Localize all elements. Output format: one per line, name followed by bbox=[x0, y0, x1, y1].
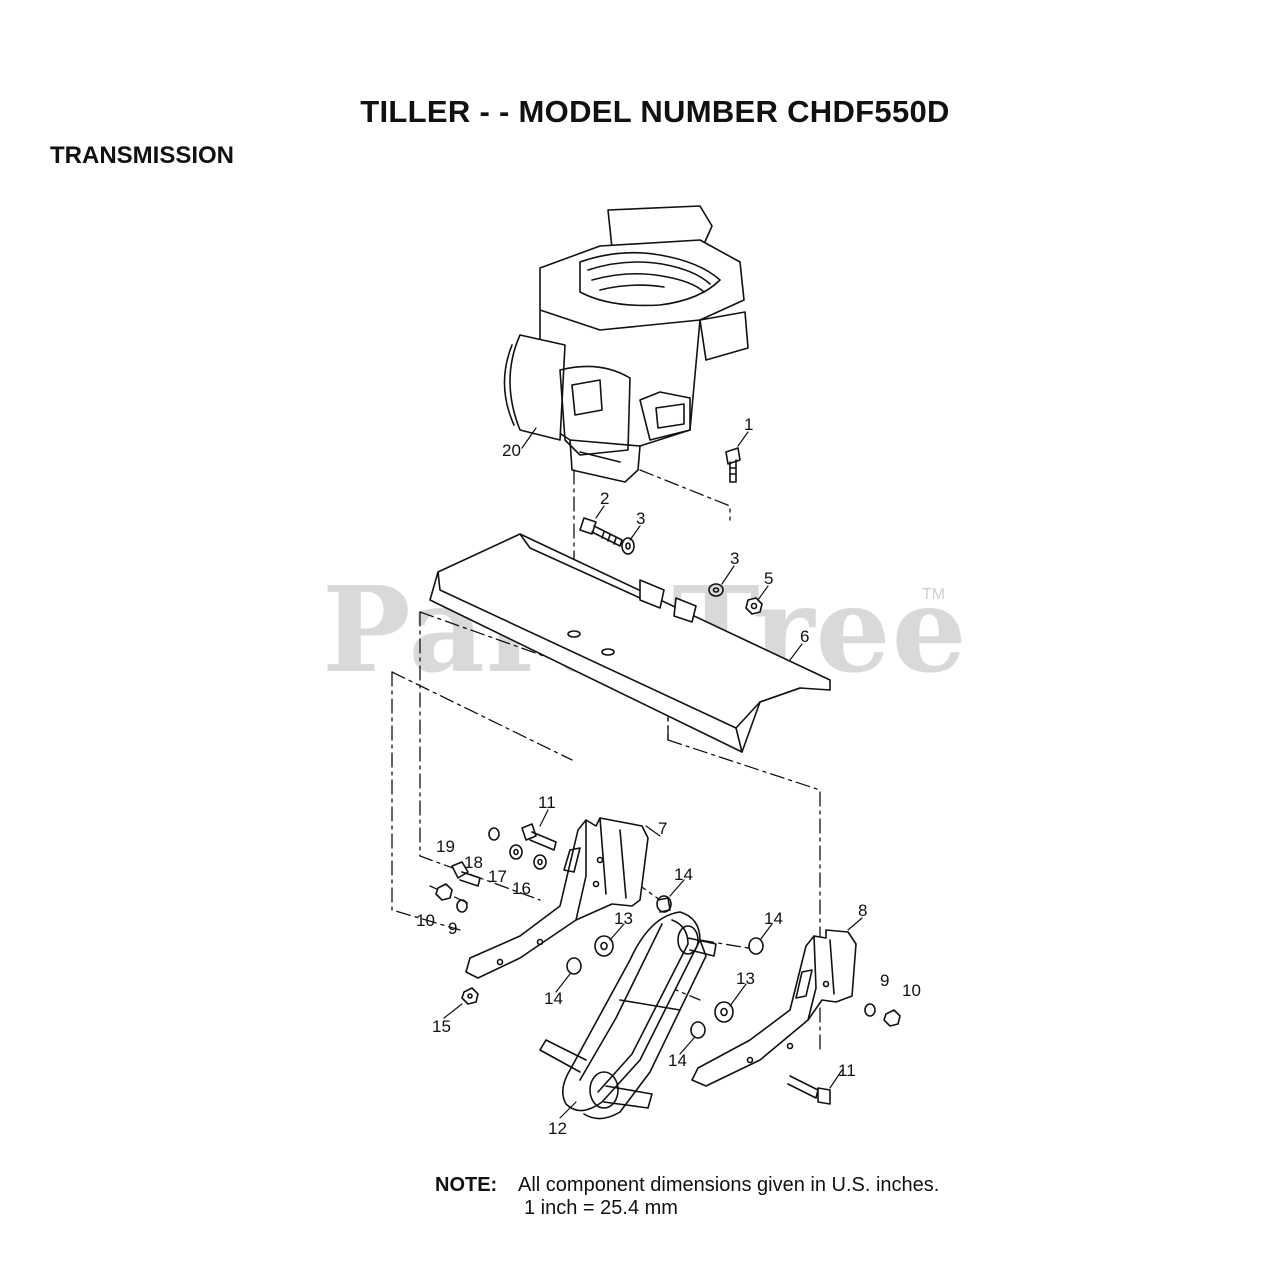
callout-10b: 10 bbox=[902, 981, 921, 1000]
callout-11b: 11 bbox=[838, 1061, 856, 1080]
callout-6: 6 bbox=[800, 627, 809, 646]
nut-part-10a bbox=[435, 883, 453, 901]
note-line-1: All component dimensions given in U.S. i… bbox=[518, 1174, 940, 1196]
callout-17: 17 bbox=[488, 867, 507, 886]
callout-3b: 3 bbox=[730, 549, 739, 568]
washer-part-13b bbox=[714, 1001, 734, 1023]
note-line-2: 1 inch = 25.4 mm bbox=[524, 1197, 678, 1219]
washer-part-3b bbox=[708, 583, 724, 597]
spacer-part-14a bbox=[656, 895, 672, 913]
callout-18: 18 bbox=[464, 853, 483, 872]
bolt-part-11b bbox=[787, 1075, 831, 1105]
callout-15: 15 bbox=[432, 1017, 451, 1036]
callout-13a: 13 bbox=[614, 909, 633, 928]
note-label: NOTE: bbox=[435, 1174, 498, 1196]
nut-part-15 bbox=[461, 987, 479, 1005]
callout-14b: 14 bbox=[764, 909, 783, 928]
bolt-part-11a bbox=[521, 823, 557, 851]
callout-14a: 14 bbox=[674, 865, 693, 884]
callout-19: 19 bbox=[436, 837, 455, 856]
spacer-part-14b bbox=[748, 937, 764, 955]
callout-9b: 9 bbox=[880, 971, 889, 990]
alignment-lines bbox=[391, 469, 821, 1051]
callout-7: 7 bbox=[658, 819, 667, 838]
callout-12: 12 bbox=[548, 1119, 567, 1138]
bolt-part-2 bbox=[579, 517, 623, 547]
callout-labels: 1 2 3 3 5 6 7 8 9 9 10 10 11 11 12 13 13… bbox=[416, 415, 921, 1138]
page-title: TILLER - - MODEL NUMBER CHDF550D bbox=[360, 94, 950, 129]
engine-part bbox=[503, 205, 749, 483]
shield-part-6 bbox=[429, 533, 831, 753]
callout-2: 2 bbox=[600, 489, 609, 508]
callout-14d: 14 bbox=[668, 1051, 687, 1070]
bracket-part-8 bbox=[691, 929, 857, 1087]
callout-9a: 9 bbox=[448, 919, 457, 938]
washer-part-13a bbox=[594, 935, 614, 957]
bolt-part-19 bbox=[451, 861, 481, 887]
callout-10a: 10 bbox=[416, 911, 435, 930]
callout-13b: 13 bbox=[736, 969, 755, 988]
section-title: TRANSMISSION bbox=[50, 142, 235, 169]
washer-part-9b bbox=[864, 1003, 876, 1017]
chain-case-part-12 bbox=[539, 911, 717, 1120]
spacer-part-14c bbox=[566, 957, 582, 975]
washer-part-17 bbox=[509, 844, 523, 860]
callout-8: 8 bbox=[858, 901, 867, 920]
washer-part-9a bbox=[456, 899, 468, 913]
callout-11a: 11 bbox=[538, 793, 556, 812]
trademark-mark: TM bbox=[922, 586, 946, 603]
washer-part-16 bbox=[533, 854, 547, 870]
spacer-part-14d bbox=[690, 1021, 706, 1039]
callout-3a: 3 bbox=[636, 509, 645, 528]
washer-part-3a bbox=[621, 537, 635, 555]
callout-16: 16 bbox=[512, 879, 531, 898]
callout-20: 20 bbox=[502, 441, 521, 460]
washer-part-18 bbox=[488, 827, 500, 841]
nut-part-10b bbox=[883, 1009, 901, 1027]
callout-5: 5 bbox=[764, 569, 773, 588]
callout-14c: 14 bbox=[544, 989, 563, 1008]
nut-part-5 bbox=[745, 597, 763, 615]
callout-1: 1 bbox=[744, 415, 753, 434]
leader-lines bbox=[443, 427, 863, 1119]
bracket-part-7 bbox=[465, 817, 649, 979]
bolt-part-1 bbox=[725, 447, 741, 483]
